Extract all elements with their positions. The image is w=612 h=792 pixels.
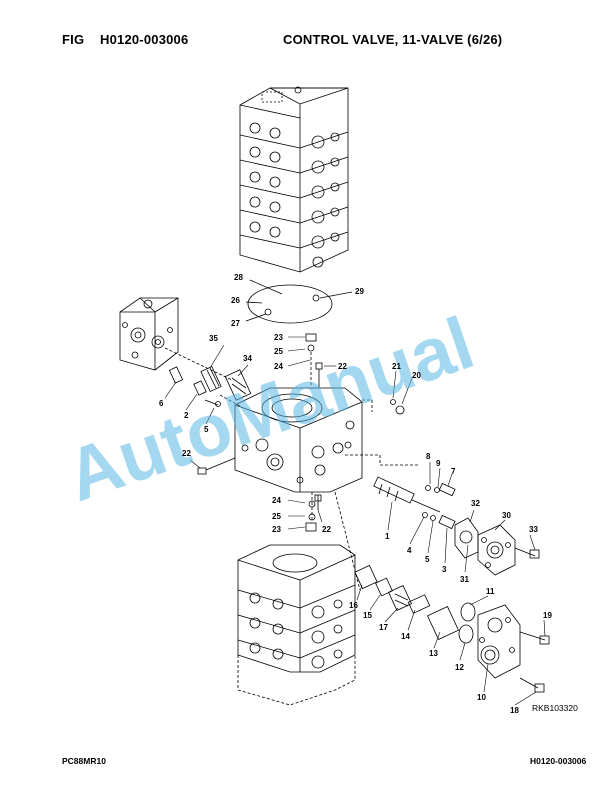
callout-29: 29 [355, 287, 364, 296]
callout-22-left: 22 [182, 449, 191, 458]
callout-13: 13 [429, 649, 438, 658]
callout-25-lower: 25 [272, 512, 281, 521]
callout-35: 35 [209, 334, 218, 343]
callout-34: 34 [243, 354, 252, 363]
callout-11: 11 [486, 587, 495, 596]
bottom-right-cover-drawing [458, 602, 550, 693]
page-title: CONTROL VALVE, 11-VALVE (6/26) [283, 32, 503, 47]
callout-5-left: 5 [204, 425, 209, 434]
callout-19: 19 [543, 611, 552, 620]
callout-numbers: 28 26 27 29 35 34 23 25 24 22 21 20 6 2 … [159, 273, 552, 715]
callout-18: 18 [510, 706, 519, 715]
footer-fig-number: H0120-003006 [530, 756, 587, 766]
right-cover-drawing [454, 517, 540, 576]
callout-4: 4 [407, 546, 412, 555]
fig-number: H0120-003006 [100, 32, 189, 47]
spool-parts-drawing [168, 365, 252, 407]
upper-valve-stack-drawing [239, 86, 349, 273]
right-spool-assembly-drawing [373, 476, 456, 530]
callout-12: 12 [455, 663, 464, 672]
callout-28: 28 [234, 273, 243, 282]
callout-9: 9 [436, 459, 441, 468]
callout-25-upper: 25 [274, 347, 283, 356]
callout-31: 31 [460, 575, 469, 584]
gasket-plate-drawing [245, 279, 353, 324]
fittings-drawing [197, 333, 405, 591]
drawing-reference: RKB103320 [532, 703, 578, 713]
callout-15: 15 [363, 611, 372, 620]
callout-10: 10 [477, 693, 486, 702]
callout-22-upper: 22 [338, 362, 347, 371]
callout-14: 14 [401, 632, 410, 641]
callout-24-lower: 24 [272, 496, 281, 505]
callout-3: 3 [442, 565, 447, 574]
callout-32: 32 [471, 499, 480, 508]
callout-8: 8 [426, 452, 431, 461]
callout-21: 21 [392, 362, 401, 371]
callout-20: 20 [412, 371, 421, 380]
footer-model: PC88MR10 [62, 756, 106, 766]
callout-26: 26 [231, 296, 240, 305]
leader-lines [164, 336, 546, 706]
callout-16: 16 [349, 601, 358, 610]
left-cover-drawing [119, 297, 233, 381]
callout-33: 33 [529, 525, 538, 534]
callout-5-right: 5 [425, 555, 430, 564]
callout-23-lower: 23 [272, 525, 281, 534]
callout-2: 2 [184, 411, 189, 420]
lower-valve-stack-drawing [237, 544, 356, 706]
callout-27: 27 [231, 319, 240, 328]
callout-30: 30 [502, 511, 511, 520]
callout-22-lower: 22 [322, 525, 331, 534]
callout-1: 1 [385, 532, 390, 541]
callout-6: 6 [159, 399, 164, 408]
center-valve-section-drawing [234, 387, 420, 493]
callout-24-upper: 24 [274, 362, 283, 371]
callout-17: 17 [379, 623, 388, 632]
fig-prefix: FIG [62, 32, 85, 47]
callout-7: 7 [451, 467, 456, 476]
callout-23-upper: 23 [274, 333, 283, 342]
lower-spool-parts-drawing [354, 564, 459, 640]
